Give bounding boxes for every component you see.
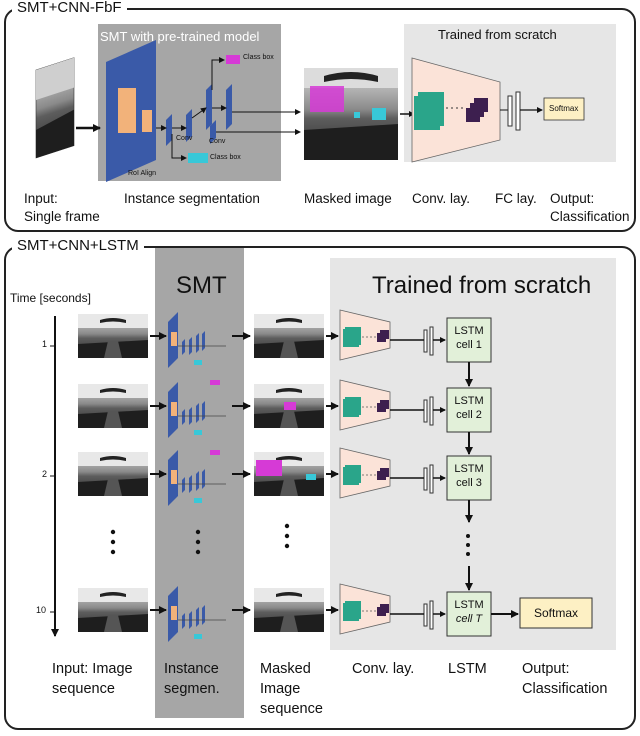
time-tick-2: 2 (42, 469, 48, 479)
bottom-label-input-2: sequence (52, 681, 115, 697)
bottom-label-input-1: Input: Image (52, 661, 133, 677)
bottom-label-masked-2: Image (260, 681, 301, 697)
top-label-input-1: Input: (24, 191, 58, 206)
top-masked-image (304, 68, 398, 160)
bottom-trained-title: Trained from scratch (372, 272, 592, 299)
lstm-inputs (423, 326, 434, 630)
conv-label-1: Conv (176, 135, 193, 142)
roi-align-label: RoI Align (128, 170, 157, 177)
top-label-output-2: Classification (550, 209, 630, 224)
top-input-frame (35, 57, 75, 159)
smt-title: SMT (176, 272, 227, 299)
sequence-row-2 (78, 379, 391, 439)
bottom-panel-title: SMT+CNN+LSTM (12, 238, 144, 254)
top-label-segmentation: Instance segmentation (124, 191, 260, 206)
ellipsis-dots (110, 523, 470, 556)
bottom-label-conv: Conv. lay. (352, 661, 415, 677)
bottom-label-masked-3: sequence (260, 701, 323, 717)
top-softmax-box (543, 97, 585, 121)
top-trained-title: Trained from scratch (438, 27, 557, 42)
top-label-fc: FC lay. (495, 191, 537, 206)
top-label-output-1: Output: (550, 191, 595, 206)
top-panel-title: SMT+CNN-FbF (12, 0, 127, 16)
conv-label-2: Conv (209, 138, 226, 145)
class-box-label-1: Class box (243, 54, 274, 61)
top-conv-cone (411, 57, 501, 163)
bottom-label-output-1: Output: (522, 661, 570, 677)
roi-region-2 (142, 110, 152, 132)
time-tick-1: 1 (42, 339, 48, 349)
sequence-row-3 (78, 447, 391, 507)
top-label-masked: Masked image (304, 191, 392, 206)
fc-layer-1 (507, 95, 513, 127)
top-softmax-label: Softmax (549, 104, 579, 113)
fc-layer-2 (515, 91, 521, 131)
bottom-label-lstm: LSTM (448, 661, 487, 677)
bottom-panel (4, 246, 636, 730)
bottom-label-seg-1: Instance (164, 661, 219, 677)
top-label-input-2: Single frame (24, 209, 100, 224)
bottom-label-output-2: Classification (522, 681, 608, 697)
class-box-label-2: Class box (210, 154, 241, 161)
class-box-magenta (226, 55, 240, 64)
bottom-label-seg-2: segmen. (164, 681, 220, 697)
roi-region-1 (118, 88, 136, 133)
bottom-label-masked-1: Masked (260, 661, 311, 677)
top-panel (4, 8, 636, 232)
sequence-row-1 (78, 309, 391, 369)
class-box-cyan (188, 153, 208, 163)
top-label-conv: Conv. lay. (412, 191, 471, 206)
bottom-softmax-box (519, 597, 593, 629)
time-tick-10: 10 (36, 605, 47, 615)
time-axis-label: Time [seconds] (10, 291, 91, 305)
bottom-softmax-label: Softmax (533, 606, 578, 620)
smt-pretrained-title: SMT with pre-trained model (100, 29, 260, 44)
sequence-row-T (78, 583, 391, 643)
